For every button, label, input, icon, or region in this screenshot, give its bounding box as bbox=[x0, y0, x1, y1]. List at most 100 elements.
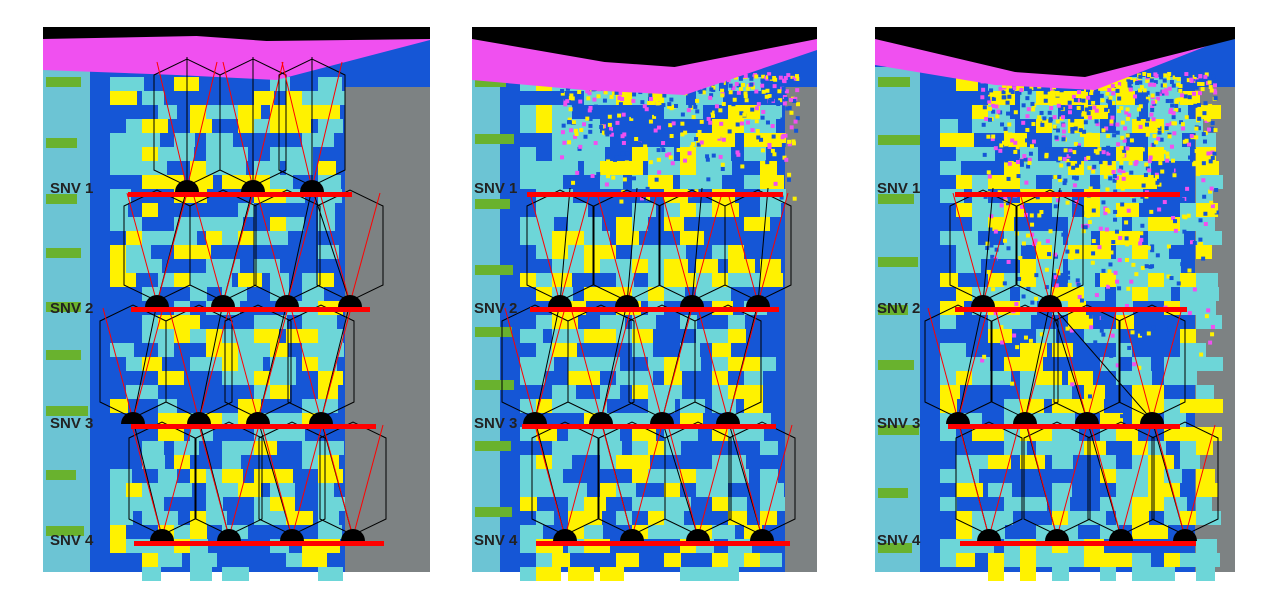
plume-speck bbox=[1180, 93, 1185, 98]
facies-block bbox=[126, 259, 146, 273]
plume-speck bbox=[1169, 79, 1174, 84]
plume-speck bbox=[1150, 105, 1155, 110]
plume-speck bbox=[562, 140, 567, 145]
plume-speck bbox=[716, 134, 721, 139]
plume-speck bbox=[795, 76, 800, 81]
facies-block bbox=[1100, 357, 1120, 371]
red-ray bbox=[1184, 424, 1216, 538]
plume-speck bbox=[1151, 219, 1156, 224]
plume-speck bbox=[1180, 262, 1185, 267]
plume-speck bbox=[577, 90, 582, 95]
snv-level-bar bbox=[960, 541, 1196, 546]
plume-speck bbox=[646, 196, 651, 201]
facies-block bbox=[760, 133, 786, 147]
plume-speck bbox=[1199, 352, 1204, 357]
plume-speck bbox=[1034, 207, 1039, 212]
facies-block bbox=[238, 273, 262, 287]
facies-block bbox=[1020, 553, 1040, 567]
red-ray bbox=[731, 424, 763, 538]
plume-speck bbox=[1171, 83, 1176, 88]
plume-speck bbox=[1065, 200, 1070, 205]
plume-speck bbox=[1171, 111, 1176, 116]
plume-speck bbox=[1076, 282, 1081, 287]
facies-block bbox=[956, 259, 981, 273]
facies-block bbox=[956, 133, 974, 147]
facies-block bbox=[286, 161, 313, 175]
plume-speck bbox=[986, 96, 991, 101]
red-ray bbox=[596, 192, 628, 304]
plume-speck bbox=[1186, 180, 1191, 185]
plume-speck bbox=[1092, 164, 1097, 169]
facies-block bbox=[110, 511, 133, 525]
red-ray bbox=[291, 424, 323, 538]
plume-speck bbox=[705, 157, 710, 162]
plume-speck bbox=[656, 157, 661, 162]
plume-speck bbox=[1138, 241, 1143, 246]
facies-block bbox=[222, 147, 248, 161]
plume-speck bbox=[1173, 228, 1178, 233]
plume-speck bbox=[772, 84, 777, 89]
plume-speck bbox=[721, 101, 726, 106]
plume-speck bbox=[754, 74, 759, 79]
plume-speck bbox=[1140, 147, 1145, 152]
plume-speck bbox=[1075, 163, 1080, 168]
facies-block bbox=[1180, 455, 1200, 469]
plume-speck bbox=[1166, 76, 1171, 81]
plume-speck bbox=[1089, 91, 1094, 96]
plume-speck bbox=[1077, 295, 1082, 300]
plume-speck bbox=[996, 109, 1001, 114]
plume-speck bbox=[1202, 194, 1207, 199]
plume-speck bbox=[1008, 97, 1013, 102]
facies-block bbox=[536, 567, 561, 581]
plume-speck bbox=[1184, 72, 1189, 77]
plume-speck bbox=[1201, 256, 1206, 261]
facies-block bbox=[110, 91, 137, 105]
plume-speck bbox=[1209, 200, 1214, 205]
green-strip bbox=[878, 135, 920, 145]
plume-speck bbox=[985, 90, 990, 95]
red-ray bbox=[1151, 307, 1183, 421]
facies-block bbox=[648, 385, 667, 399]
facies-block bbox=[744, 371, 763, 385]
facies-block bbox=[158, 413, 178, 427]
facies-block bbox=[664, 497, 691, 511]
plume-speck bbox=[709, 87, 714, 92]
plume-speck bbox=[1150, 244, 1155, 249]
facies-block bbox=[1020, 567, 1036, 581]
plume-speck bbox=[749, 82, 754, 87]
facies-block bbox=[680, 413, 703, 427]
plume-speck bbox=[611, 175, 616, 180]
plume-speck bbox=[1136, 116, 1141, 121]
plume-speck bbox=[618, 91, 623, 96]
plume-speck bbox=[727, 129, 732, 134]
plume-speck bbox=[620, 97, 625, 102]
plume-speck bbox=[1029, 213, 1034, 218]
plume-speck bbox=[1132, 362, 1137, 367]
drift-dome bbox=[241, 180, 265, 192]
plume-speck bbox=[1197, 116, 1202, 121]
plume-speck bbox=[1043, 175, 1048, 180]
red-ray bbox=[286, 192, 318, 304]
plume-speck bbox=[1117, 96, 1122, 101]
plume-speck bbox=[1120, 186, 1125, 191]
facies-block bbox=[222, 259, 240, 273]
plume-speck bbox=[617, 96, 622, 101]
plume-speck bbox=[766, 75, 771, 80]
plume-speck bbox=[1057, 174, 1062, 179]
plume-speck bbox=[1139, 85, 1144, 90]
facies-block bbox=[712, 455, 729, 469]
facies-block bbox=[318, 371, 343, 385]
plume-speck bbox=[1122, 138, 1127, 143]
facies-block bbox=[126, 217, 142, 231]
facies-block bbox=[972, 175, 992, 189]
plume-speck bbox=[705, 154, 710, 159]
plume-speck bbox=[1138, 124, 1143, 129]
facies-block bbox=[664, 245, 686, 259]
plume-speck bbox=[1068, 105, 1073, 110]
plume-speck bbox=[767, 94, 772, 99]
plume-speck bbox=[1028, 151, 1033, 156]
facies-block bbox=[1100, 455, 1116, 469]
facies-block bbox=[1084, 245, 1111, 259]
plume-speck bbox=[561, 123, 566, 128]
plume-speck bbox=[1125, 107, 1130, 112]
